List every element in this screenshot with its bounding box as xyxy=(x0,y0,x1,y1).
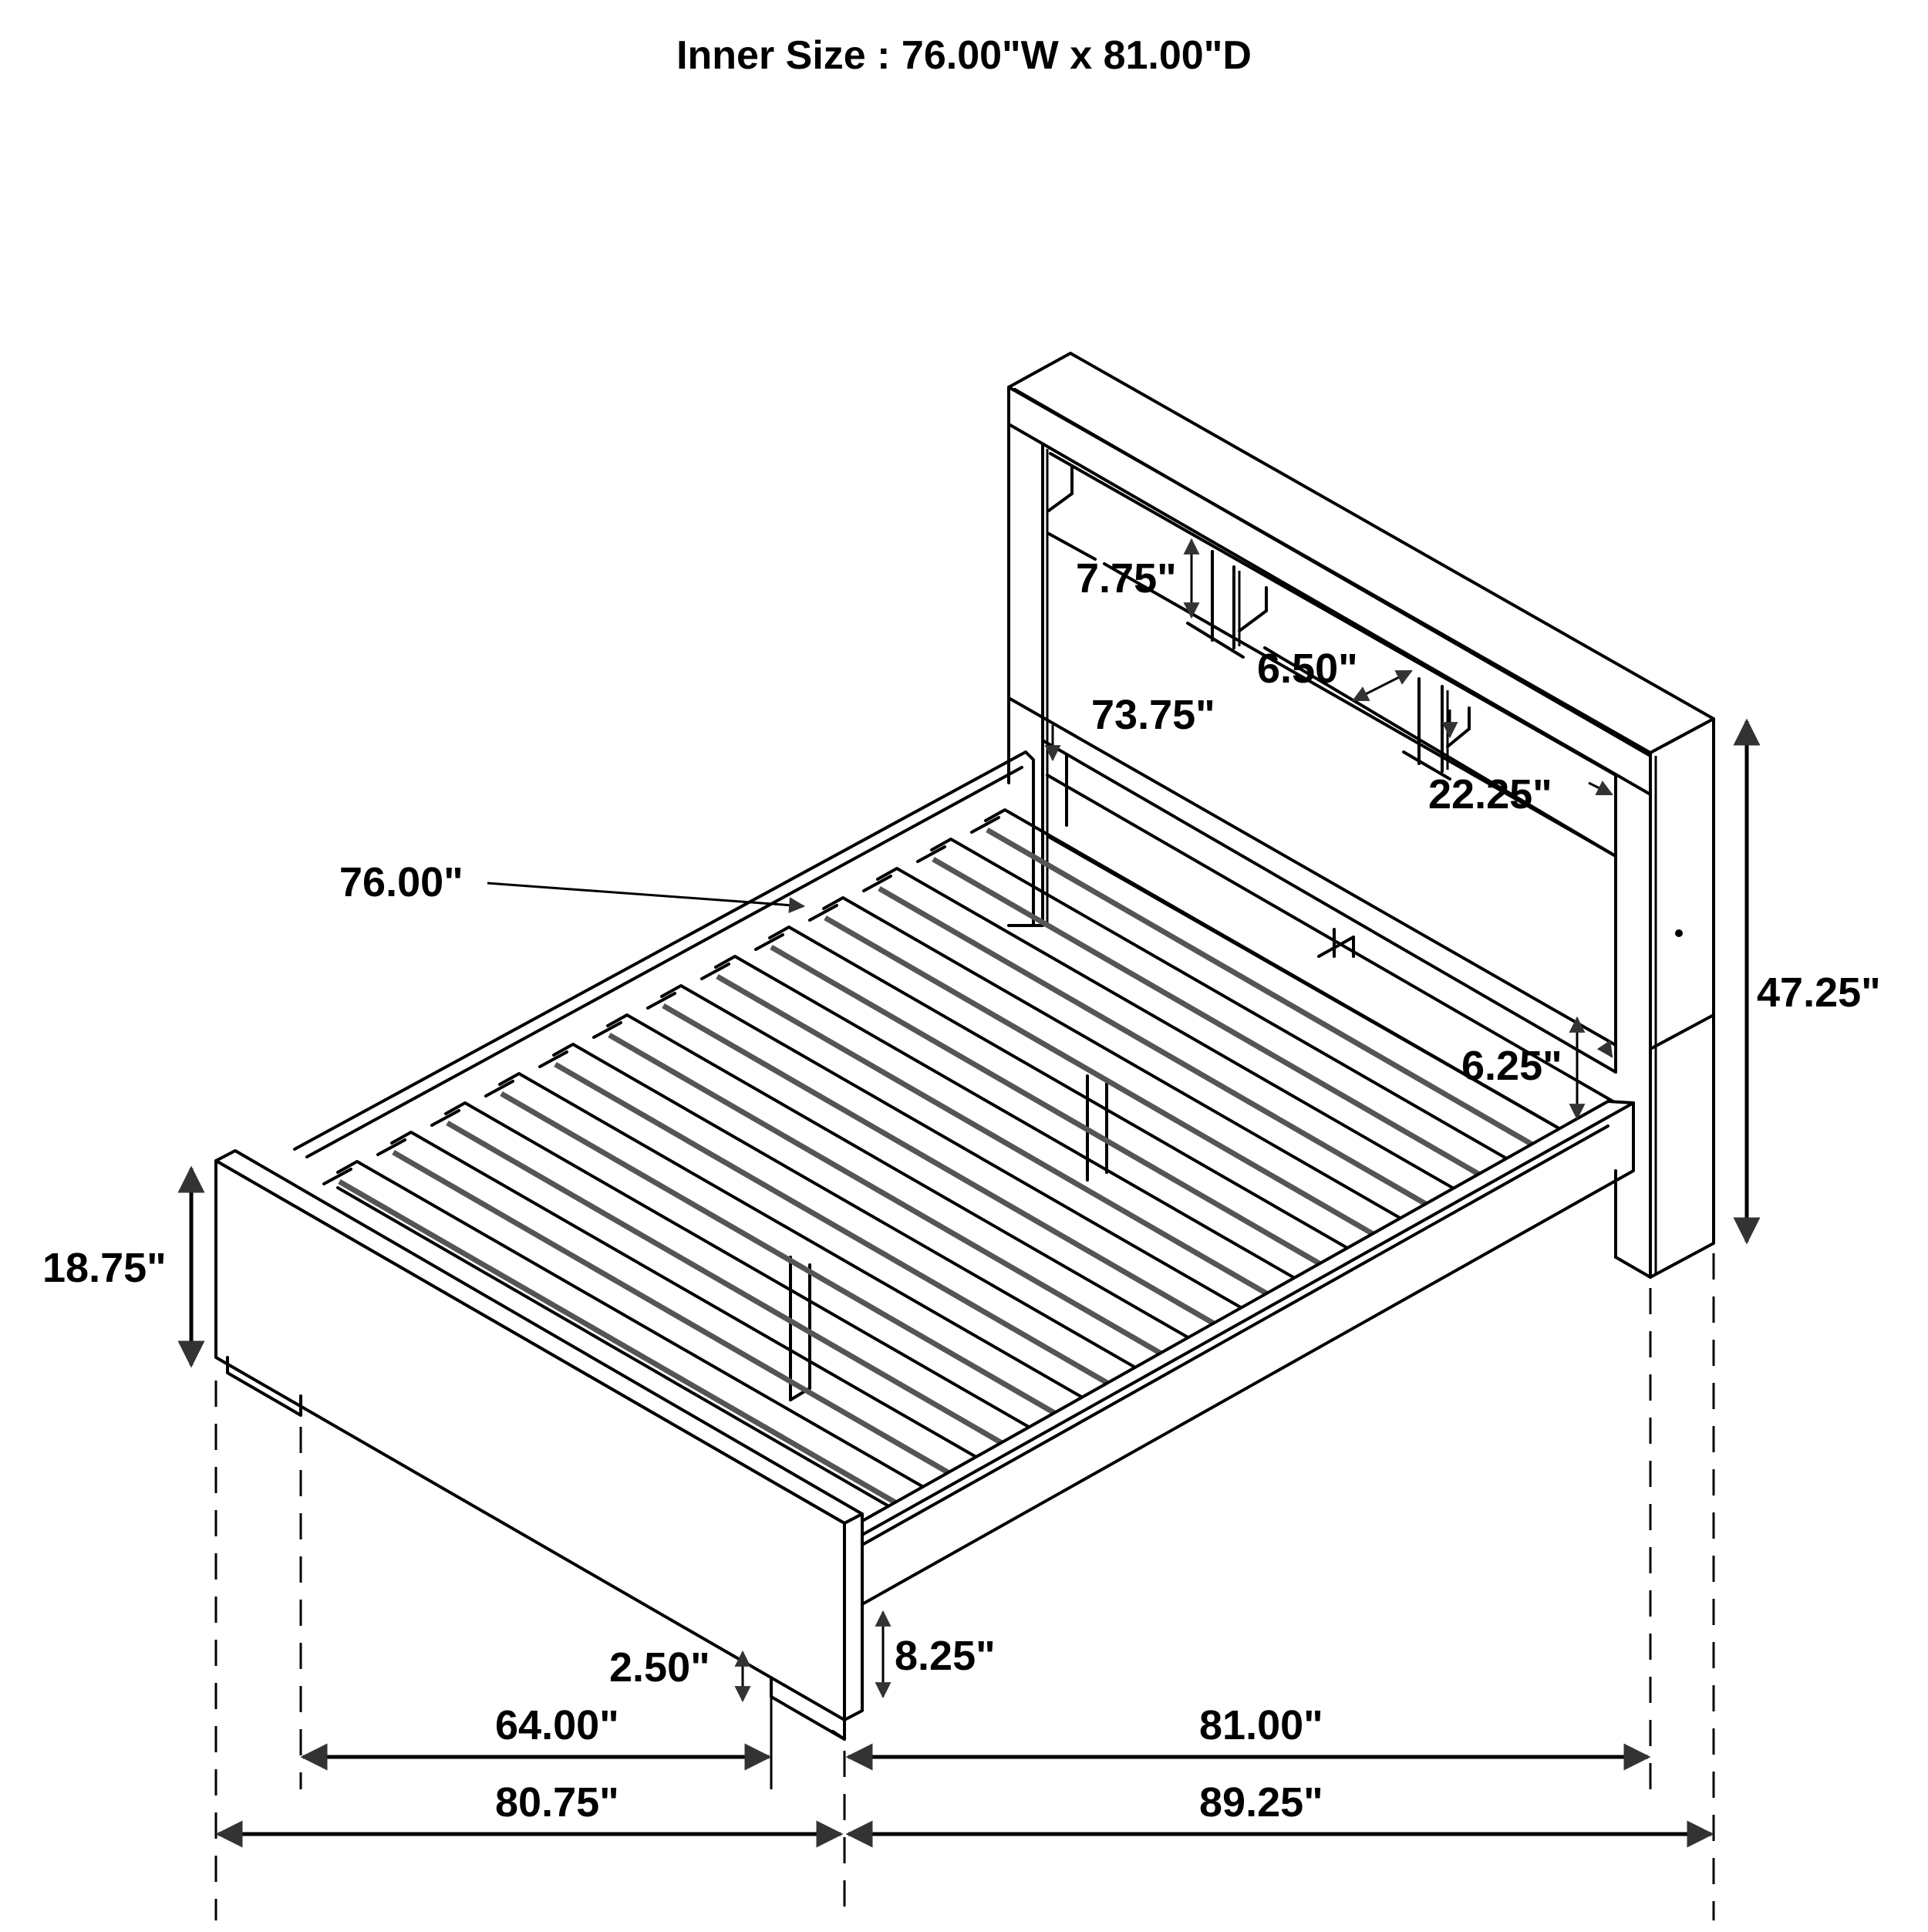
light-dot-icon xyxy=(1675,929,1683,937)
label-footboard-height: 18.75" xyxy=(42,1245,167,1291)
label-shelf-depth: 6.50" xyxy=(1257,646,1358,692)
label-headboard-inner-width: 73.75" xyxy=(1091,692,1215,738)
footboard xyxy=(214,1149,864,1741)
front-side-rail xyxy=(843,1100,1635,1606)
label-footboard-inner: 64.00" xyxy=(495,1702,619,1748)
label-headboard-height: 47.25" xyxy=(1757,969,1881,1016)
label-leg-height: 2.50" xyxy=(609,1644,710,1691)
label-overall-width: 80.75" xyxy=(495,1779,619,1826)
label-inner-width: 76.00" xyxy=(339,859,463,905)
dimension-arrows xyxy=(177,538,1761,1848)
label-shelf-height: 7.75" xyxy=(1076,555,1177,602)
dimension-labels: 7.75" 6.50" 73.75" 22.25" 76.00" 47.25" … xyxy=(42,555,1881,1826)
label-shelf-width: 22.25" xyxy=(1428,771,1552,818)
label-rail-gap: 6.25" xyxy=(1461,1043,1562,1089)
inner-size-title: Inner Size : 76.00"W x 81.00"D xyxy=(676,33,1252,78)
back-side-rail xyxy=(293,750,1035,1158)
label-rail-height: 8.25" xyxy=(895,1633,996,1679)
label-overall-length: 89.25" xyxy=(1199,1779,1323,1826)
headboard xyxy=(1007,352,1715,1279)
label-inner-length: 81.00" xyxy=(1199,1702,1323,1748)
